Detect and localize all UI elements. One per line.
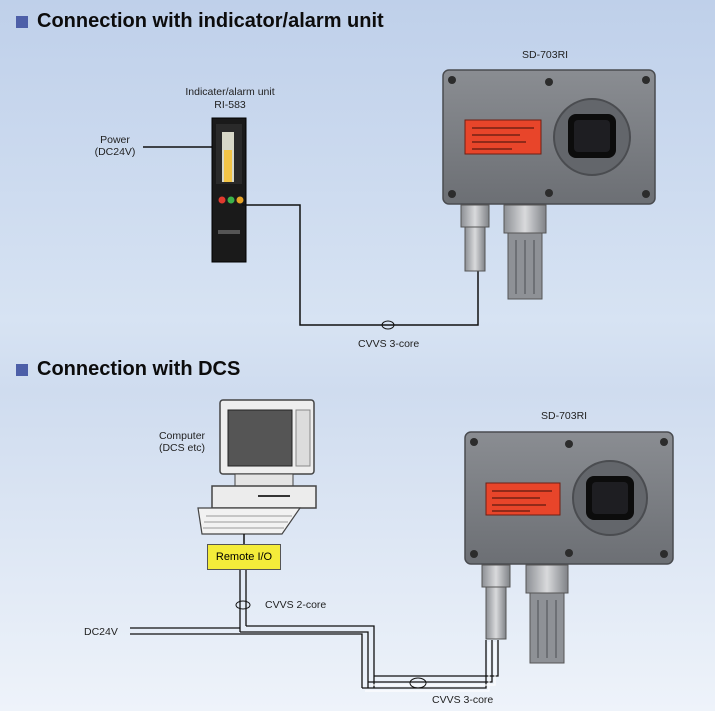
cable-bundle-3core-highlight [365,642,496,692]
cable-loop-icon [235,600,251,610]
cable-loop-icon [381,320,395,330]
sensor-label-2: SD-703RI [541,410,588,422]
remote-io-box: Remote I/O [207,544,281,570]
section-title-dcs: Connection with DCS [16,358,240,381]
power-voltage-label: (DC24V) [94,146,136,158]
cable-loop-icon [409,677,427,689]
cable-label-3core: CVVS 3-core [432,694,494,706]
cable-label-1: CVVS 3-core [358,338,420,350]
indicator-alarm-unit [211,117,247,263]
cable-wire-1 [242,204,479,326]
power-label: Power [100,134,130,146]
dc-label: DC24V [84,626,118,638]
unit-label: Indicater/alarm unit [185,86,275,98]
section-title-indicator-text: Connection with indicator/alarm unit [37,10,384,32]
cable-bundle-3core [362,640,499,689]
gas-detector-1 [442,69,656,300]
section-title-indicator: Connection with indicator/alarm unit [16,10,384,33]
title-bullet-icon [16,15,28,28]
sensor-label-1: SD-703RI [522,49,569,61]
unit-model: RI-583 [214,99,246,111]
gas-detector-2 [464,431,674,664]
cable-bundle-2core [130,570,375,688]
computer-label: Computer [158,430,206,442]
section-title-dcs-text: Connection with DCS [37,358,241,380]
computer-icon [197,399,317,535]
cable-label-2core: CVVS 2-core [265,599,327,611]
computer-sublabel: (DCS etc) [158,442,206,454]
title-bullet-icon [16,363,28,376]
